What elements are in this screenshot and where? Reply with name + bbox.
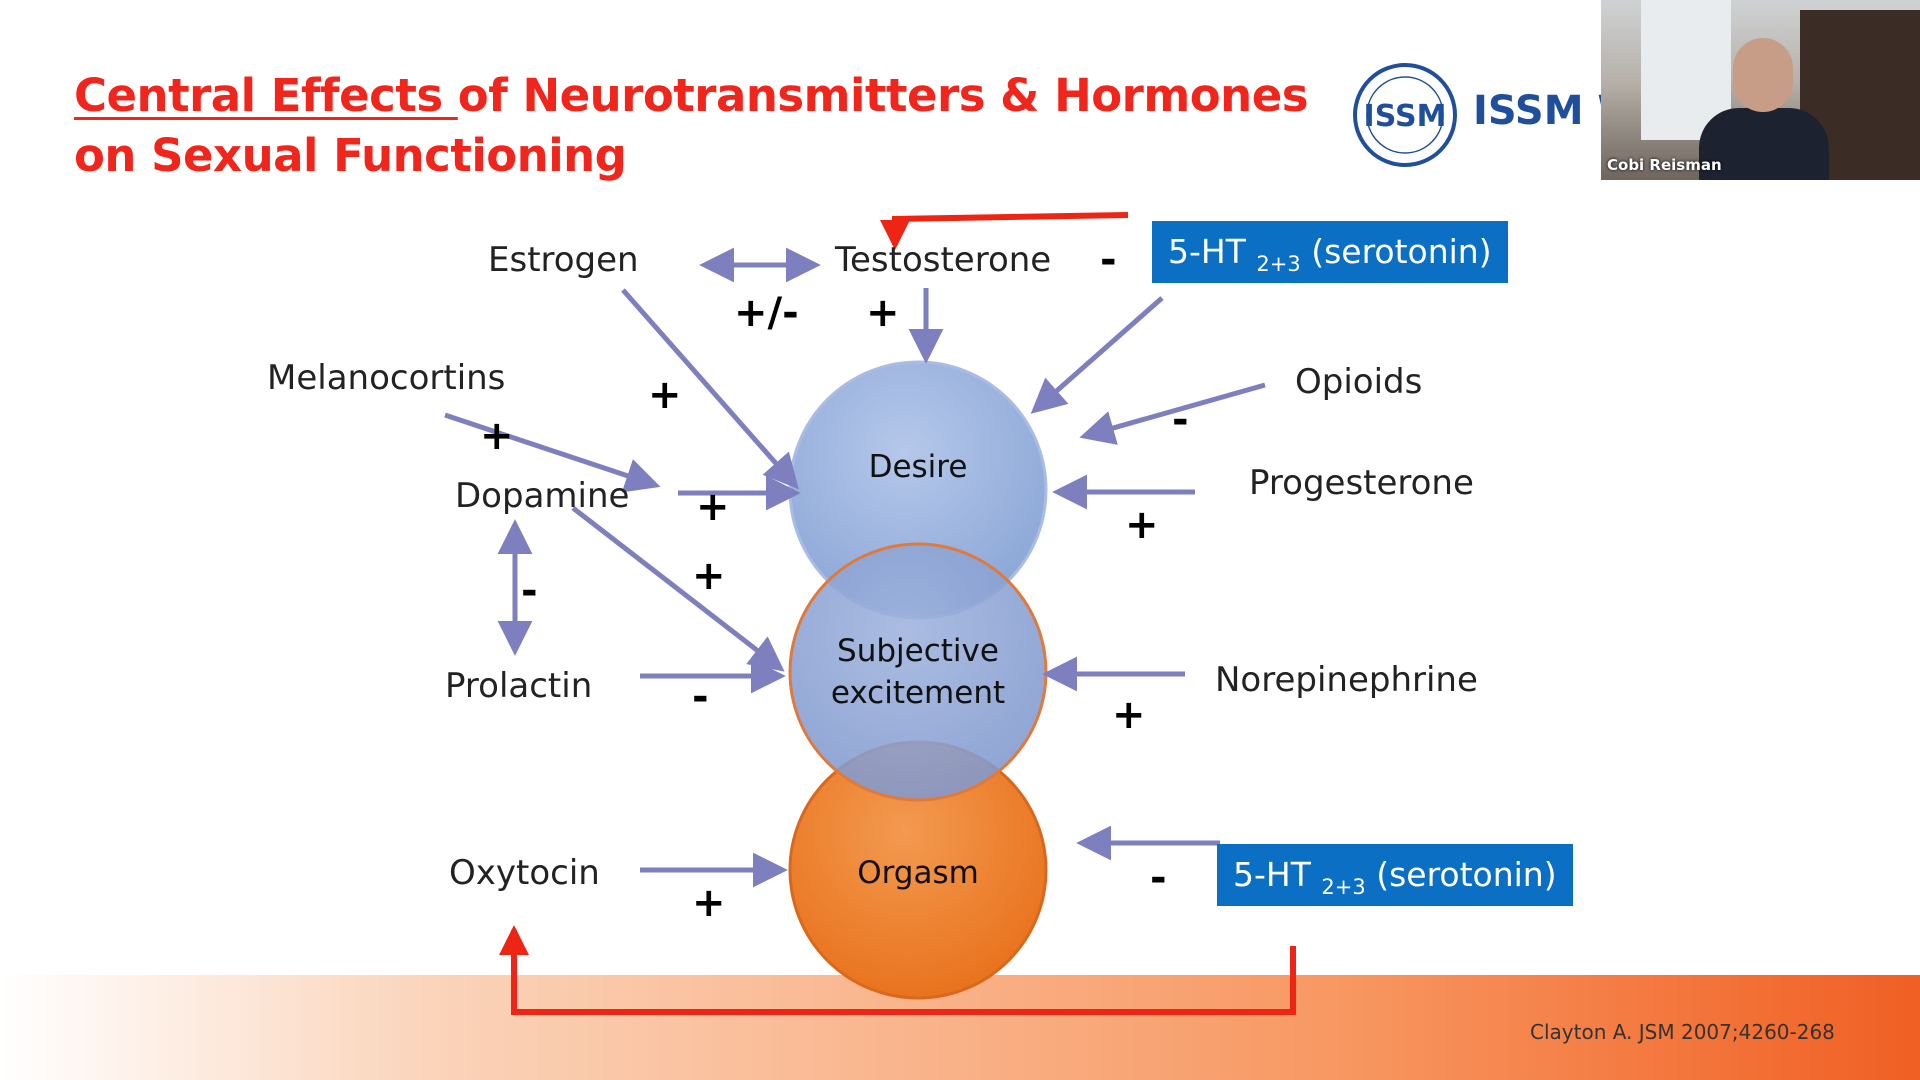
- excitement-line1: Subjective: [837, 633, 999, 669]
- sign-testosterone-desire: +: [866, 290, 900, 336]
- issm-seal-text: ISSM: [1364, 99, 1447, 134]
- citation: Clayton A. JSM 2007;4260-268: [1530, 1020, 1835, 1044]
- sign-serotonin-orgasm: -: [1150, 855, 1167, 901]
- serotonin-desire-arrow: [1030, 296, 1164, 414]
- slide-title: Central Effects of Neurotransmitters & H…: [74, 66, 1309, 186]
- testosterone-label: Testosterone: [835, 240, 1052, 280]
- estrogen-desire-arrow: [621, 288, 799, 490]
- prolactin-label: Prolactin: [445, 666, 593, 706]
- serotonin-oxytocin-feedback-arrow: [499, 925, 1296, 1015]
- video-tile[interactable]: Cobi Reisman: [1601, 0, 1920, 180]
- title-line2: on Sexual Functioning: [74, 129, 627, 182]
- melanocortins-label: Melanocortins: [267, 358, 506, 398]
- serotonin-prefix: 5-HT: [1168, 232, 1257, 271]
- serotonin-box-top: 5-HT 2+3 (serotonin): [1152, 221, 1508, 283]
- sign-progesterone-desire: +: [1125, 502, 1159, 548]
- serotonin-subscript: 2+3: [1321, 875, 1366, 899]
- orgasm-label: Orgasm: [857, 855, 979, 891]
- serotonin-suffix: (serotonin): [1300, 232, 1492, 271]
- title-underlined-part: Central Effects: [74, 69, 458, 122]
- oxytocin-label: Oxytocin: [449, 853, 600, 893]
- sign-melanocortins-dopamine: +: [480, 413, 514, 459]
- excitement-line2: excitement: [830, 675, 1006, 711]
- desire-label: Desire: [868, 449, 968, 485]
- participant-body: [1699, 108, 1829, 180]
- sign-dopamine-prolactin: -: [521, 568, 538, 614]
- dopamine-label: Dopamine: [455, 476, 630, 516]
- participant-name: Cobi Reisman: [1607, 156, 1722, 174]
- feedback-arrows-group: [499, 212, 1296, 1015]
- estrogen-label: Estrogen: [488, 240, 639, 280]
- sign-estrogen-testosterone: +/-: [734, 290, 799, 336]
- serotonin-subscript: 2+3: [1256, 252, 1301, 276]
- issm-seal-logo-icon: ISSM: [1353, 63, 1457, 167]
- norepinephrine-label: Norepinephrine: [1215, 660, 1478, 700]
- melanocortins-dopamine-arrow: [444, 412, 661, 493]
- serotonin-suffix: (serotonin): [1365, 855, 1557, 894]
- progesterone-label: Progesterone: [1249, 463, 1474, 503]
- title-line1-rest: of Neurotransmitters & Hormones: [457, 69, 1309, 122]
- sign-dopamine-desire: +: [696, 484, 730, 530]
- excitement-label: Subjective excitement: [808, 630, 1028, 714]
- sign-serotonin-desire: -: [1100, 237, 1117, 283]
- sign-norepinephrine-excitement: +: [1112, 692, 1146, 738]
- serotonin-testosterone-feedback-arrow: [880, 212, 1129, 250]
- sign-melanocortins-desire: +: [648, 372, 682, 418]
- sign-oxytocin-orgasm: +: [692, 880, 726, 926]
- sign-dopamine-excitement: +: [692, 553, 726, 599]
- serotonin-prefix: 5-HT: [1233, 855, 1322, 894]
- opioids-label: Opioids: [1295, 362, 1423, 402]
- dopamine-excitement-arrow: [571, 506, 785, 672]
- sign-prolactin-excitement: -: [692, 674, 709, 720]
- opioids-desire-arrow: [1079, 382, 1266, 445]
- arrows-group: [444, 247, 1266, 888]
- serotonin-box-bottom: 5-HT 2+3 (serotonin): [1217, 844, 1573, 906]
- participant-head: [1733, 38, 1793, 112]
- sign-opioids-desire: -: [1172, 397, 1189, 443]
